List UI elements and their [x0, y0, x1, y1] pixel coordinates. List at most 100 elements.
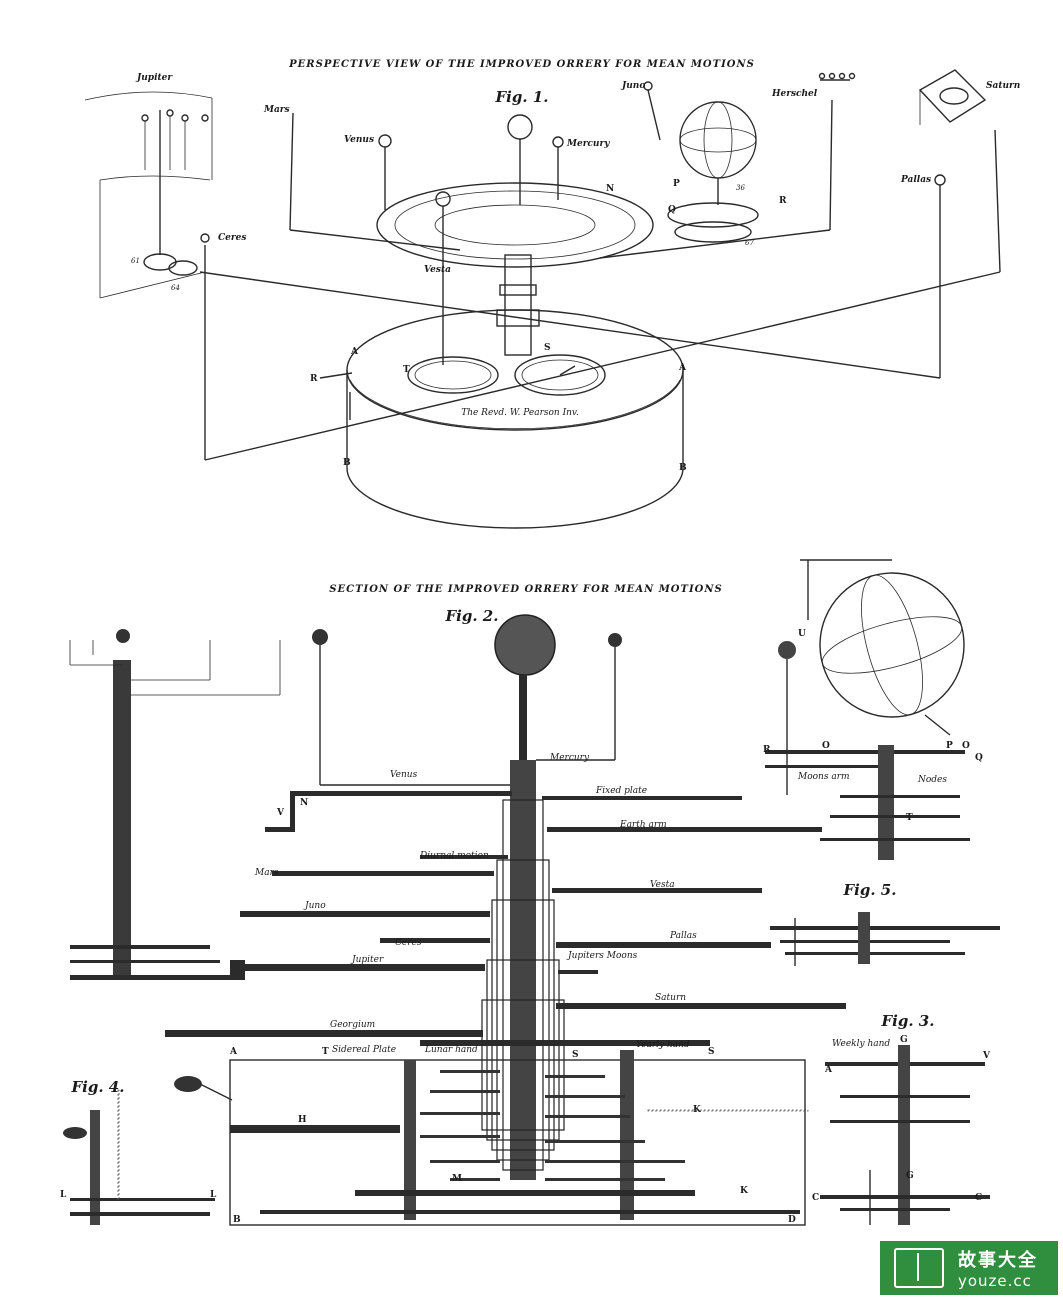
svg-text:N: N [606, 184, 614, 194]
svg-text:N: N [300, 798, 308, 808]
svg-text:V: V [982, 1051, 991, 1061]
label-moons-arm: Moons arm [797, 772, 850, 782]
label-mercury-sec: Mercury [549, 753, 590, 763]
svg-text:Q: Q [975, 753, 983, 763]
label-nodes: Nodes [917, 775, 947, 785]
label-ceres-sec: Ceres [395, 938, 422, 948]
svg-text:B: B [343, 458, 351, 468]
fig5-label: Fig. 5. [843, 881, 897, 899]
drum-dials [407, 354, 606, 396]
book-icon [894, 1248, 944, 1288]
label-lunar-hand: Lunar hand [424, 1045, 478, 1055]
svg-text:O: O [962, 741, 970, 751]
svg-text:A: A [678, 363, 687, 373]
fig4-label: Fig. 4. [71, 1078, 125, 1096]
watermark-line2: youze.cc [958, 1272, 1032, 1290]
fig1-planets: Jupiter Mars Venus Mercury Juno Herschel… [135, 73, 1020, 365]
svg-text:G: G [900, 1035, 908, 1045]
svg-text:L: L [60, 1190, 67, 1200]
orrery-drum-base: The Revd. W. Pearson Inv. [346, 309, 684, 529]
label-venus: Venus [344, 135, 374, 145]
fig1-label: Fig. 1. [495, 88, 549, 106]
sun-ball [507, 114, 533, 140]
svg-text:K: K [740, 1186, 749, 1196]
fig2-label: Fig. 2. [445, 607, 499, 625]
label-juno: Juno [620, 81, 645, 91]
central-column [496, 254, 540, 356]
fig2-section: SECTION OF THE IMPROVED ORRERY FOR MEAN … [69, 584, 846, 1226]
label-sidereal-plate: Sidereal Plate [332, 1045, 396, 1055]
fig1-main-ring [376, 182, 654, 268]
svg-text:S: S [572, 1050, 579, 1060]
svg-text:P: P [946, 741, 953, 751]
inscription: The Revd. W. Pearson Inv. [461, 408, 579, 418]
label-saturn-sec: Saturn [655, 993, 686, 1003]
label-herschel: Herschel [771, 89, 818, 99]
label-venus-sec: Venus [390, 770, 418, 780]
svg-text:C: C [812, 1193, 819, 1203]
label-juno-sec: Juno [303, 901, 326, 911]
svg-text:B: B [679, 463, 687, 473]
inner-planet-wires: Venus Mercury [312, 629, 622, 786]
planet-arms [99, 99, 1001, 461]
fig5-detail: Fig. 5. [770, 881, 1000, 966]
svg-text:O: O [822, 741, 830, 751]
label-jupiter: Jupiter [135, 73, 173, 83]
watermark-line1: 故事大全 [958, 1250, 1038, 1271]
fig4-detail: Fig. 4. L L [60, 1078, 217, 1225]
svg-text:61: 61 [131, 257, 140, 265]
planet-arms-section: Fixed plate Earth arm Diurnal motion Mar… [165, 786, 846, 1037]
label-mars-sec: Mars [254, 868, 279, 878]
label-diurnal-motion: Diurnal motion [419, 851, 489, 861]
earth-armillary: P Q R 36 67 [667, 101, 787, 247]
fig2-gear-frame: Sidereal Plate Lunar hand Yearly hand A … [174, 798, 809, 1226]
label-saturn: Saturn [986, 81, 1020, 91]
fig1-title: PERSPECTIVE VIEW OF THE IMPROVED ORRERY … [288, 59, 755, 70]
svg-text:A: A [350, 347, 359, 357]
fig1-perspective-view: PERSPECTIVE VIEW OF THE IMPROVED ORRERY … [84, 59, 1020, 529]
label-pallas-sec: Pallas [669, 931, 697, 941]
svg-text:T: T [322, 1047, 329, 1057]
svg-text:C: C [975, 1193, 982, 1203]
label-pallas: Pallas [900, 175, 931, 185]
svg-text:T: T [906, 813, 913, 823]
svg-text:R: R [310, 374, 318, 384]
svg-text:V: V [276, 808, 285, 818]
svg-text:M: M [452, 1174, 462, 1184]
label-earth-arm: Earth arm [619, 820, 667, 830]
svg-text:A: A [824, 1065, 833, 1075]
label-yearly-hand: Yearly hand [636, 1040, 690, 1050]
fig2-title: SECTION OF THE IMPROVED ORRERY FOR MEAN … [329, 584, 722, 595]
central-tube-stack [481, 760, 565, 1180]
fig3-detail: Fig. 3. Weekly hand A G V G C C [812, 1012, 991, 1225]
svg-text:64: 64 [171, 284, 180, 292]
fig3-label: Fig. 3. [881, 1012, 935, 1030]
label-jupiter-sec: Jupiter [350, 955, 384, 965]
svg-text:T: T [403, 365, 410, 375]
label-mercury: Mercury [566, 139, 610, 149]
earth-globe-detail: Moons arm Nodes U R O P O Q T [763, 559, 983, 860]
svg-text:S: S [708, 1047, 715, 1057]
fig1-letters: A B B R T S N A [310, 184, 687, 473]
label-fixed-plate: Fixed plate [595, 786, 647, 796]
svg-text:S: S [544, 343, 551, 353]
svg-text:L: L [210, 1190, 217, 1200]
svg-text:Q: Q [668, 205, 676, 215]
svg-text:D: D [788, 1215, 796, 1225]
svg-text:U: U [798, 629, 806, 639]
svg-text:R: R [779, 196, 787, 206]
watermark-badge[interactable]: 故事大全 youze.cc [880, 1241, 1058, 1295]
label-ceres: Ceres [218, 233, 246, 243]
svg-text:H: H [298, 1115, 307, 1125]
svg-text:R: R [763, 745, 771, 755]
svg-text:A: A [229, 1047, 238, 1057]
svg-text:B: B [233, 1215, 241, 1225]
label-vesta: Vesta [424, 265, 451, 275]
label-weekly-hand: Weekly hand [832, 1039, 890, 1049]
svg-text:G: G [906, 1171, 914, 1181]
jupiter-column-section [69, 629, 281, 980]
svg-text:67: 67 [745, 239, 754, 247]
label-mars: Mars [263, 105, 290, 115]
svg-text:36: 36 [736, 184, 745, 192]
